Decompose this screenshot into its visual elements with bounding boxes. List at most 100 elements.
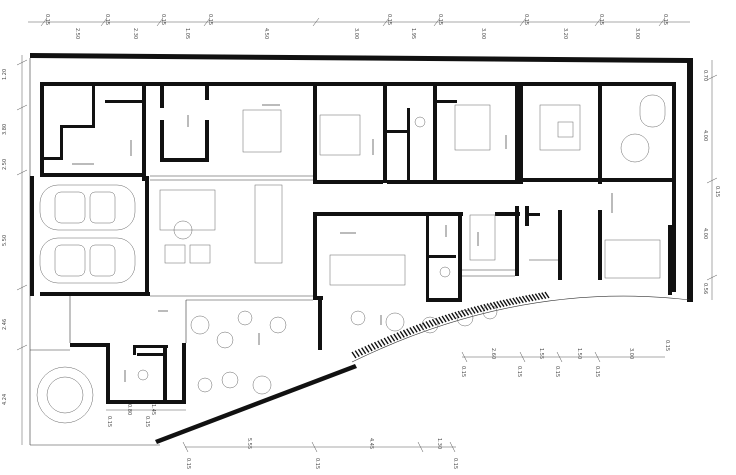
bottom-span-label: 1.30	[436, 438, 442, 449]
top-span-label: 1.05	[184, 28, 190, 39]
top-level-label: 0.15	[386, 14, 392, 25]
bottom-dimension-line: 5.55 4.45 1.30 0.15 0.15 0.15	[182, 438, 458, 469]
hatch-stroke	[537, 292, 544, 300]
right-dim-label: 0.56	[702, 283, 708, 294]
dimension-tick	[658, 17, 666, 27]
hatch-stroke	[357, 348, 364, 356]
hatch-stroke	[492, 301, 499, 309]
mid-bottom-dimension-line: 2.60 1.55 1.50 3.00 0.15 0.15 0.15 0.15 …	[460, 340, 670, 377]
top-span-label: 1.95	[410, 28, 416, 39]
top-level-label: 0.15	[207, 14, 213, 25]
left-dim-label: 2.46	[2, 319, 8, 330]
bottom-level-label: 0.15	[314, 458, 320, 469]
hatch-stroke	[367, 344, 373, 352]
small-dim-label: 1.45	[150, 404, 156, 415]
hatch-stroke	[518, 296, 524, 304]
mid-level-label: 0.15	[664, 340, 670, 351]
top-level-label: 0.15	[523, 14, 529, 25]
top-level-label: 0.15	[437, 14, 443, 25]
dimension-tick	[382, 17, 390, 27]
small-dimension-line: 0.80 1.45 0.15 0.15	[106, 404, 186, 427]
hatch-stroke	[509, 298, 515, 306]
hatch-stroke	[354, 350, 360, 357]
small-dim-label: 0.15	[144, 416, 150, 427]
hatch-stroke	[480, 304, 486, 312]
top-level-label: 0.15	[598, 14, 604, 25]
furniture	[137, 94, 666, 381]
top-dimension-line: 0.15 0.15 0.15 0.15 0.15 0.15 0.15 0.15 …	[28, 14, 690, 39]
garage-cars	[39, 184, 136, 284]
mid-level-label: 0.15	[516, 366, 522, 377]
hatch-stroke	[435, 317, 441, 325]
small-dim-label: 0.15	[106, 416, 112, 427]
hatch-stroke	[544, 291, 550, 299]
hatch-stroke	[470, 307, 476, 314]
hatch-stroke	[383, 337, 389, 345]
dimension-tick	[594, 17, 602, 27]
dimension-tick	[203, 17, 211, 27]
hatch-stroke	[496, 300, 502, 308]
hatch-stroke	[422, 322, 428, 330]
hatch-stroke	[380, 338, 386, 346]
hatch-stroke	[402, 329, 409, 337]
hatch-stroke	[415, 324, 421, 332]
right-dim-label: 0.70	[702, 70, 708, 81]
mid-span-label: 1.55	[538, 348, 544, 359]
left-dim-label: 5.50	[2, 235, 8, 246]
property-boundary	[29, 53, 693, 446]
top-span-label: 2.30	[132, 28, 138, 39]
right-dim-label: 4.00	[702, 228, 708, 239]
hatch-stroke	[531, 293, 537, 301]
landscape-trees	[36, 304, 498, 424]
right-dimension-line: 0.70 4.00 0.15 4.00 0.56	[702, 60, 720, 300]
hatch-stroke	[412, 325, 418, 333]
hatch-stroke	[454, 311, 460, 319]
dimension-tick	[156, 17, 164, 27]
top-level-label: 0.15	[104, 14, 110, 25]
hatch-stroke	[515, 296, 521, 304]
hatch-stroke	[473, 306, 479, 314]
hatch-stroke	[425, 321, 431, 328]
left-dim-label: 3.80	[2, 124, 8, 135]
mid-level-label: 0.15	[594, 366, 600, 377]
hatch-stroke	[505, 298, 511, 306]
left-dimension-line: 1.20 3.80 2.50 5.50 2.46 4.24	[2, 55, 28, 445]
top-span-label: 2.50	[74, 28, 80, 39]
top-level-label: 0.15	[662, 14, 668, 25]
bottom-level-label: 0.15	[185, 458, 191, 469]
hatch-stroke	[406, 328, 412, 336]
mid-level-label: 0.15	[554, 366, 560, 377]
hatch-stroke	[444, 314, 450, 322]
dimension-tick	[40, 17, 48, 27]
top-level-label: 0.15	[44, 14, 50, 25]
small-dim-label: 0.80	[126, 404, 132, 415]
hatch-stroke	[438, 316, 444, 324]
hatch-stroke	[486, 303, 492, 310]
hatch-stroke	[521, 295, 528, 303]
hatch-stroke	[393, 333, 399, 341]
hatch-stroke	[502, 299, 508, 307]
dimension-tick	[312, 17, 320, 27]
hatch-stroke	[476, 305, 483, 313]
right-dim-label: 4.00	[702, 130, 708, 141]
interior-walls	[30, 82, 676, 404]
dimension-tick	[100, 17, 108, 27]
bottom-level-label: 0.15	[452, 458, 458, 469]
hatch-stroke	[457, 310, 463, 318]
hatch-stroke	[428, 320, 434, 327]
hatch-stroke	[390, 334, 396, 342]
mid-span-label: 2.60	[490, 348, 496, 359]
hatch-stroke	[441, 315, 447, 323]
glazing-lines	[30, 175, 558, 351]
left-dim-label: 2.50	[2, 159, 8, 170]
hatch-stroke	[460, 309, 466, 317]
hatch-stroke	[512, 297, 518, 305]
bottom-span-label: 4.45	[368, 438, 374, 449]
bottom-span-label: 5.55	[246, 438, 252, 449]
retaining-wall-hatch	[351, 291, 550, 359]
hatch-stroke	[431, 318, 437, 326]
hatch-stroke	[451, 312, 457, 320]
hatch-stroke	[464, 308, 470, 316]
hatch-stroke	[447, 313, 454, 321]
